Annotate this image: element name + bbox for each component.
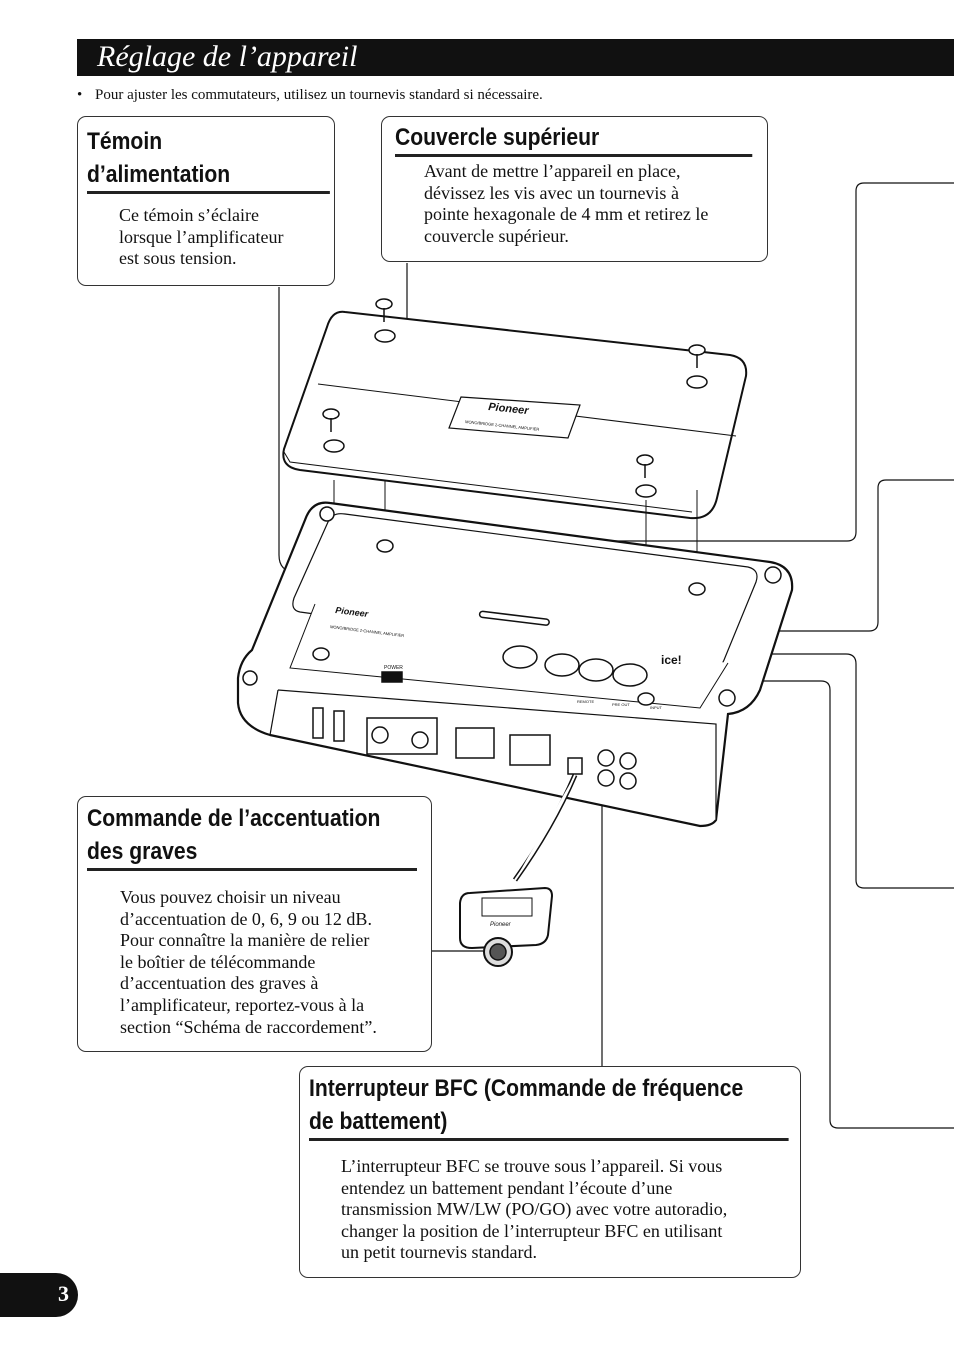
remote-brand: Pioneer (490, 922, 512, 928)
gain-knob (544, 653, 580, 677)
body-brand: Pioneer (335, 605, 369, 619)
fuse (333, 710, 345, 742)
screw-icon (686, 344, 708, 389)
screw-icon (322, 408, 345, 453)
top-cover: Pioneer MONO/BRIDGE 2-CHANNEL AMPLIFIER (282, 310, 748, 520)
page-number: 3 (58, 1281, 69, 1306)
remote-jack (567, 757, 583, 775)
callout-title: Couvercle supérieur (395, 121, 753, 157)
callout-body: Avant de mettre l’appareil en place, dév… (424, 161, 709, 246)
page-number-tab: 3 (0, 1273, 78, 1317)
instruction-note: • Pour ajuster les commutateurs, utilisez… (77, 87, 543, 104)
screw-icon (374, 298, 396, 343)
callout-body: Ce témoin s’éclaire lorsque l’amplificat… (119, 205, 284, 269)
section-header: Réglage de l’appareil (77, 39, 954, 76)
screw-icon (635, 454, 657, 498)
bfc-switch-callout: Interrupteur BFC (Commande de fréquence … (299, 1066, 801, 1278)
remote-label: REMOTE (577, 699, 594, 704)
top-cover-callout: Couvercle supérieur Avant de mettre l’ap… (381, 116, 768, 262)
power-indicator (502, 645, 538, 669)
power-label: POWER (384, 665, 403, 671)
bass-knob (612, 663, 648, 687)
lpf-knob (578, 658, 614, 682)
cover-screws (322, 298, 708, 498)
bass-boost-callout: Commande de l’accentuation des graves Vo… (77, 796, 432, 1052)
callout-body: Vous pouvez choisir un niveau d’accentua… (120, 887, 377, 1037)
power-indicator-callout: Témoin d’alimentation Ce témoin s’éclair… (77, 116, 335, 286)
cover-brand: Pioneer (488, 401, 530, 417)
amplifier-body: Pioneer MONO/BRIDGE 2-CHANNEL AMPLIFIER … (236, 501, 794, 828)
callout-title: Commande de l’accentuation des graves (87, 802, 417, 871)
ice-label: ice! (661, 653, 682, 667)
input-label: INPUT (650, 705, 663, 710)
callout-body: L’interrupteur BFC se trouve sous l’appa… (341, 1156, 728, 1263)
preout-label: PRE OUT (612, 702, 630, 707)
bullet: • (77, 87, 83, 103)
section-title: Réglage de l’appareil (97, 40, 358, 73)
bass-boost-remote: Pioneer (459, 774, 578, 967)
callout-title: Témoin d’alimentation (87, 125, 330, 194)
fuse (312, 707, 324, 739)
note-text: Pour ajuster les commutateurs, utilisez … (95, 87, 543, 103)
callout-title: Interrupteur BFC (Commande de fréquence … (309, 1072, 789, 1141)
